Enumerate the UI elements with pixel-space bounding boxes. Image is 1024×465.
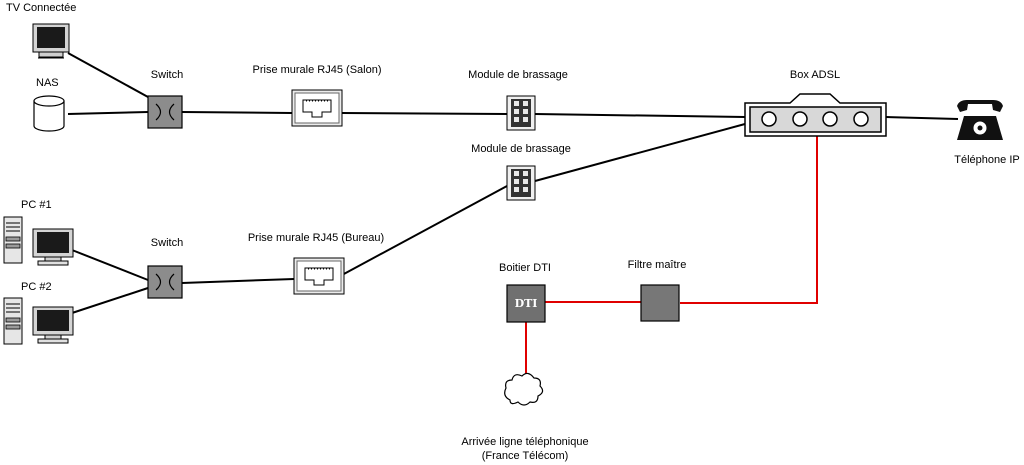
link-switch-bureau	[181, 278, 295, 284]
link-salon-module	[341, 112, 508, 115]
label-pc2: PC #2	[21, 281, 52, 293]
link-switch-salon	[181, 111, 293, 114]
tv-icon	[32, 23, 70, 59]
link-pc1-switch	[71, 249, 149, 281]
label-switch-top: Switch	[150, 69, 184, 81]
link-box-phone	[885, 116, 959, 120]
label-nas: NAS	[36, 77, 59, 89]
link-box-filter	[680, 134, 818, 304]
link-pc2-switch	[71, 287, 149, 314]
label-switch-bottom: Switch	[150, 237, 184, 249]
label-module-top: Module de brassage	[468, 69, 568, 81]
switch-icon-top	[147, 95, 183, 129]
label-telephone-ip: Téléphone IP	[954, 154, 1020, 166]
link-module-bureau	[341, 185, 508, 276]
link-nas-switch	[67, 111, 149, 115]
label-arrival-line1: Arrivée ligne téléphonique	[461, 436, 589, 448]
label-pc1: PC #1	[21, 199, 52, 211]
label-module-bottom: Module de brassage	[471, 143, 571, 155]
label-tv: TV Connectée	[6, 2, 77, 14]
pc1-icon	[3, 216, 74, 266]
patch-panel-icon-top	[506, 95, 536, 131]
switch-icon-bottom	[147, 265, 183, 299]
label-arrival-line2: (France Télécom)	[481, 450, 569, 462]
label-rj45-bureau: Prise murale RJ45 (Bureau)	[247, 232, 385, 244]
patch-panel-icon-bottom	[506, 165, 536, 201]
label-dti-box: Boitier DTI	[499, 262, 551, 274]
phone-line-links	[525, 134, 818, 382]
cloud-icon	[504, 372, 544, 406]
rj45-salon-icon	[291, 89, 343, 127]
telephone-icon	[957, 100, 1003, 140]
dti-box-icon: DTI	[506, 284, 546, 323]
adsl-box-icon	[744, 93, 887, 137]
link-box-module-bottom	[534, 123, 746, 182]
label-rj45-salon: Prise murale RJ45 (Salon)	[252, 64, 382, 76]
label-filter: Filtre maître	[627, 259, 687, 271]
rj45-bureau-icon	[293, 257, 345, 295]
master-filter-icon	[640, 284, 680, 322]
link-tv-switch	[67, 52, 149, 98]
dti-symbol-text: DTI	[515, 297, 538, 310]
link-module-box	[534, 113, 746, 118]
ethernet-links	[67, 52, 959, 314]
label-box-adsl: Box ADSL	[789, 69, 841, 81]
pc2-icon	[3, 297, 74, 345]
nas-icon	[33, 95, 65, 132]
